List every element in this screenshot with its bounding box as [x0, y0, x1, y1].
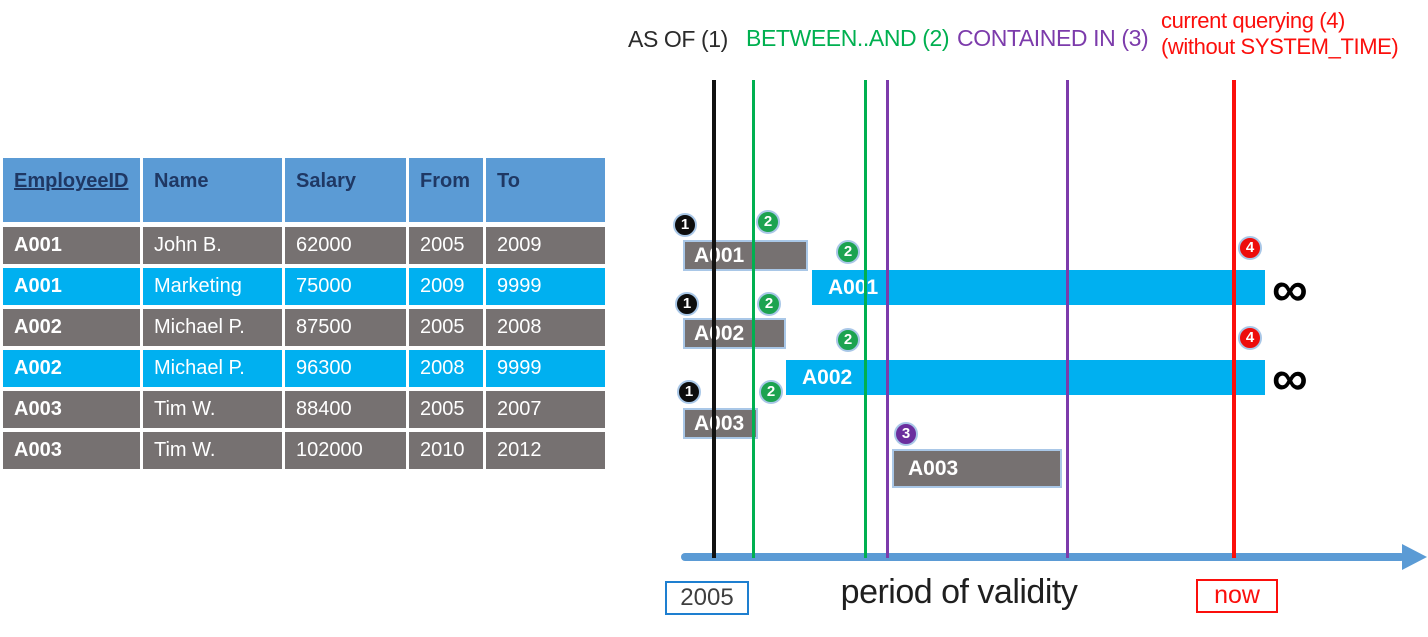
table-row: A002 Michael P. 96300 2008 9999 [3, 350, 607, 387]
legend-current-line1: current querying (4) [1161, 8, 1345, 33]
axis-origin-marker: 2005 [665, 581, 749, 615]
validity-bar-a003-history1: A003 [683, 408, 758, 439]
axis-now-marker: now [1196, 579, 1278, 613]
table-row: A003 Tim W. 88400 2005 2007 [3, 391, 607, 428]
validity-bar-a001-current: A001 [812, 270, 1265, 305]
validity-bar-a002-history: A002 [683, 318, 786, 349]
time-axis-arrowhead-icon [1402, 544, 1427, 570]
cell-salary: 96300 [285, 350, 406, 387]
validity-bar-a002-current: A002 [786, 360, 1265, 395]
cell-to: 9999 [486, 268, 605, 305]
cell-to: 2009 [486, 227, 605, 264]
column-header-from: From [409, 158, 483, 222]
cell-to: 2008 [486, 309, 605, 346]
column-header-to: To [486, 158, 605, 222]
legend-current-line2: (without SYSTEM_TIME) [1161, 34, 1399, 59]
cell-from: 2005 [409, 391, 483, 428]
badge-2: 2 [836, 240, 860, 264]
time-axis [681, 553, 1405, 561]
badge-3: 3 [894, 422, 918, 446]
contained-start-line [886, 80, 889, 558]
column-header-name: Name [143, 158, 282, 222]
bar-label: A001 [694, 243, 745, 267]
as-of-time-line [712, 80, 716, 558]
cell-employeeid: A001 [3, 227, 140, 264]
badge-2: 2 [759, 380, 783, 404]
legend-contained-in: CONTAINED IN (3) [957, 25, 1149, 51]
bar-label: A002 [694, 321, 745, 345]
bar-label: A003 [694, 411, 745, 435]
cell-salary: 62000 [285, 227, 406, 264]
cell-salary: 102000 [285, 432, 406, 469]
infinity-icon: ∞ [1272, 350, 1308, 406]
badge-2: 2 [836, 328, 860, 352]
infinity-icon: ∞ [1272, 261, 1308, 317]
bar-label: A003 [908, 456, 959, 480]
cell-from: 2008 [409, 350, 483, 387]
cell-employeeid: A002 [3, 350, 140, 387]
table-row: A003 Tim W. 102000 2010 2012 [3, 432, 607, 469]
cell-name: Tim W. [143, 391, 282, 428]
table-header-row: EmployeeID Name Salary From To [3, 158, 607, 222]
column-header-employeeid: EmployeeID [3, 158, 140, 222]
cell-from: 2010 [409, 432, 483, 469]
axis-caption: period of validity [840, 573, 1078, 611]
badge-4: 4 [1238, 326, 1262, 350]
validity-bar-a001-history: A001 [683, 240, 808, 271]
cell-name: Tim W. [143, 432, 282, 469]
bar-label: A002 [802, 365, 853, 389]
badge-2: 2 [757, 292, 781, 316]
cell-salary: 87500 [285, 309, 406, 346]
now-line [1232, 80, 1236, 558]
cell-name: Marketing [143, 268, 282, 305]
legend-between-and: BETWEEN..AND (2) [746, 25, 950, 51]
badge-4: 4 [1238, 236, 1262, 260]
between-start-line [752, 80, 755, 558]
badge-1: 1 [677, 380, 701, 404]
contained-end-line [1066, 80, 1069, 558]
cell-name: Michael P. [143, 350, 282, 387]
cell-from: 2009 [409, 268, 483, 305]
cell-employeeid: A003 [3, 432, 140, 469]
cell-from: 2005 [409, 309, 483, 346]
cell-to: 9999 [486, 350, 605, 387]
cell-from: 2005 [409, 227, 483, 264]
cell-employeeid: A002 [3, 309, 140, 346]
column-header-salary: Salary [285, 158, 406, 222]
cell-to: 2007 [486, 391, 605, 428]
cell-name: Michael P. [143, 309, 282, 346]
between-end-line [864, 80, 867, 558]
badge-2: 2 [756, 210, 780, 234]
cell-to: 2012 [486, 432, 605, 469]
validity-bar-a003-history2: A003 [892, 449, 1062, 488]
bar-label: A001 [828, 275, 879, 299]
table-row: A001 John B. 62000 2005 2009 [3, 227, 607, 264]
cell-employeeid: A003 [3, 391, 140, 428]
cell-salary: 88400 [285, 391, 406, 428]
table-row: A002 Michael P. 87500 2005 2008 [3, 309, 607, 346]
legend-as-of: AS OF (1) [628, 26, 728, 52]
table-row: A001 Marketing 75000 2009 9999 [3, 268, 607, 305]
cell-salary: 75000 [285, 268, 406, 305]
badge-1: 1 [675, 292, 699, 316]
cell-name: John B. [143, 227, 282, 264]
cell-employeeid: A001 [3, 268, 140, 305]
employee-history-table: EmployeeID Name Salary From To A001 John… [3, 158, 607, 473]
legend-current-querying: current querying (4) (without SYSTEM_TIM… [1161, 8, 1399, 60]
badge-1: 1 [673, 213, 697, 237]
